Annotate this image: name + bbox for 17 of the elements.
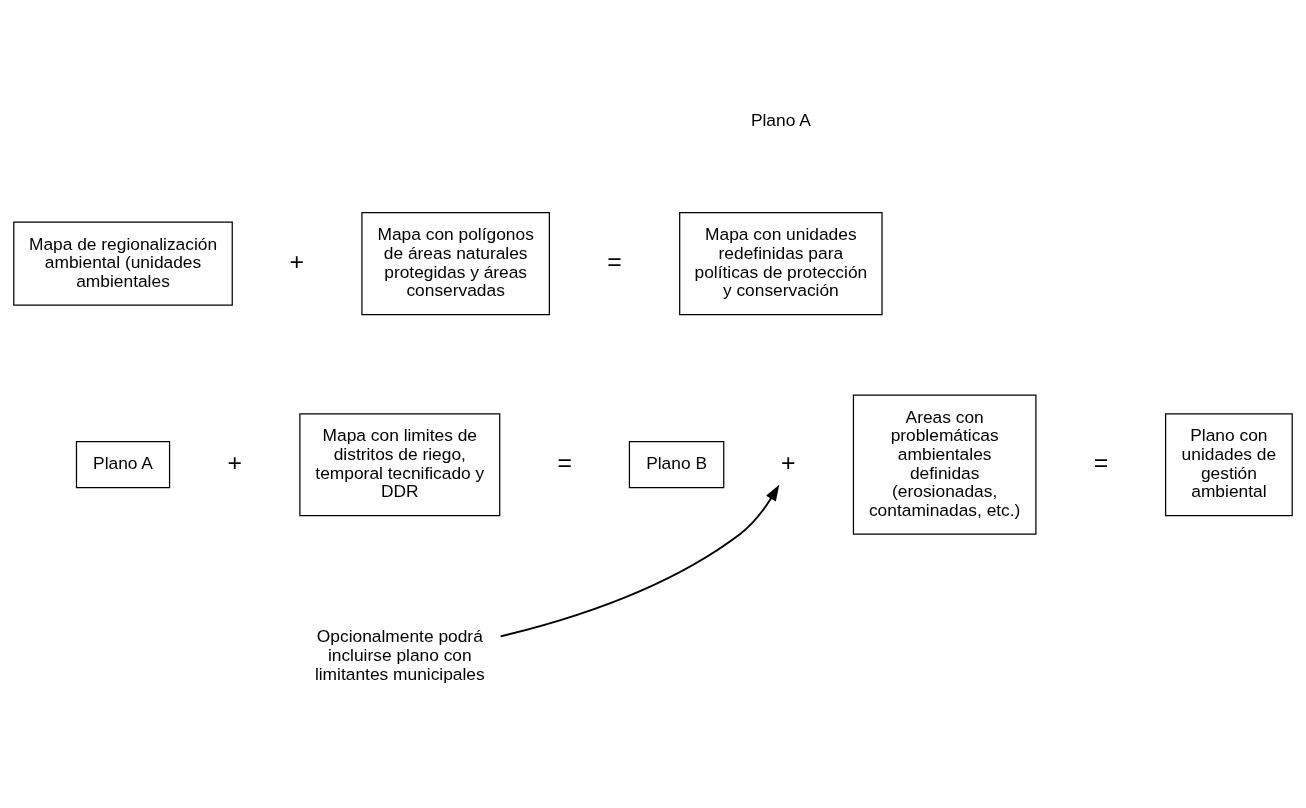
node-text: Opcionalmente podrá incluirse plano con limitantes municipales (314, 625, 485, 684)
node-box: Plano B (628, 440, 725, 488)
label: = (607, 247, 622, 275)
label: Plano A (750, 109, 811, 130)
arrow (499, 484, 780, 637)
node-box: Plano A (75, 440, 171, 488)
node-box: Plano con unidades de gestión ambiental (1165, 412, 1293, 516)
label: + (781, 448, 796, 476)
node-box: Mapa de regionalización ambiental (unidades ambientales (13, 220, 233, 306)
label: = (557, 448, 573, 476)
node-box: Mapa con limites de distritos de riego, temporal tecnificado y DDR (299, 412, 501, 516)
node-box: Mapa con unidades redefinidas para políticas de protección y conservación (679, 211, 883, 315)
node-box: Mapa con polígonos de áreas naturales protegidas y áreas conservadas (361, 211, 550, 315)
node-box: Areas con problemáticas ambientales definidas (erosionadas, contaminadas, etc.) (852, 394, 1037, 535)
node-text: + (289, 247, 305, 275)
label: = (1093, 448, 1109, 476)
label: + (227, 448, 242, 476)
